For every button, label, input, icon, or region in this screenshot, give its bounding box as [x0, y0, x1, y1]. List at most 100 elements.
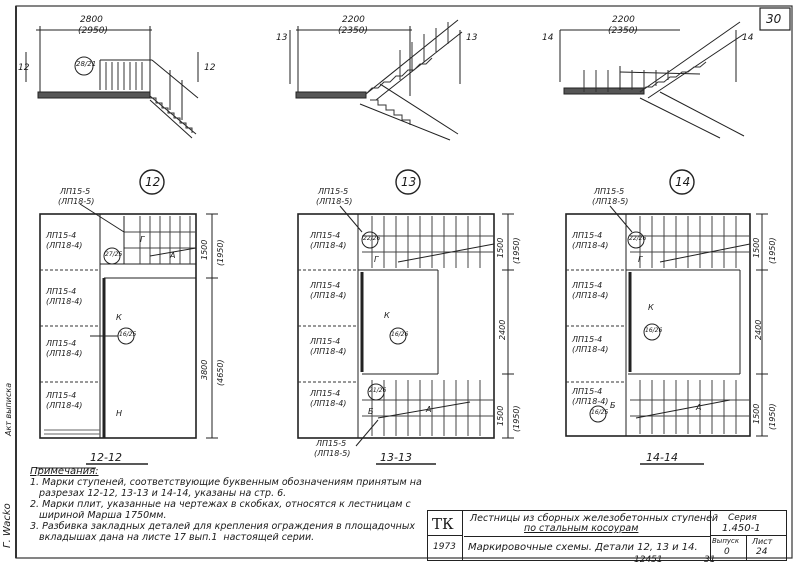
plan13-mark-k: К — [384, 311, 390, 320]
plan14-left-label-3: ЛП15-4 — [572, 335, 603, 344]
plan12-dim-2-alt: (4650) — [216, 359, 225, 386]
top-detail-12 — [25, 26, 199, 139]
plan13-left-label-3-alt: (ЛП18-4) — [310, 347, 347, 356]
plan12-left-label-1: ЛП15-4 — [46, 231, 77, 240]
plan13-caption: 13-13 — [380, 451, 412, 464]
plan13-mark-b: Б — [368, 407, 374, 416]
plan13-left-label-1: ЛП15-4 — [310, 231, 341, 240]
detail12-mark: 28/21 — [76, 60, 97, 68]
detail14-cut-left: 14 — [542, 33, 554, 43]
notes-block: Примечания: 1. Марки ступеней, соответст… — [30, 466, 430, 543]
plan13-bottom-label-alt: (ЛП18-5) — [314, 449, 351, 458]
stamp-subtitle: Маркировочные схемы. Детали 12, 13 и 14. — [468, 542, 698, 553]
plan14-mark-3: 16/25 — [591, 409, 609, 416]
plan12-left-label-3: ЛП15-4 — [46, 339, 77, 348]
note-line-6: вкладышах дана на листе 17 вып.1 настоящ… — [30, 532, 315, 543]
plan13-mark-3: 21/26 — [369, 387, 387, 394]
plan14-left-label-4-alt: (ЛП18-4) — [572, 397, 609, 406]
note-line-3: 2. Марки плит, указанные на чертежах в с… — [30, 499, 411, 510]
plan14-caption: 14-14 — [646, 451, 678, 464]
plan14-left-label-3-alt: (ЛП18-4) — [572, 345, 609, 354]
detail13-cut-right: 13 — [466, 33, 478, 43]
plan13-left-label-1-alt: (ЛП18-4) — [310, 241, 347, 250]
plan13-mark-1: 22/26 — [363, 235, 381, 242]
bottom-page: 31 — [704, 555, 716, 565]
top-detail-14 — [559, 21, 745, 139]
top-detail-13 — [289, 19, 463, 141]
plan13-dim-1-alt: (1950) — [512, 237, 521, 264]
plan-12 — [39, 169, 218, 439]
title-block: ТК 1973 Лестницы из сборных железобетонн… — [427, 510, 787, 561]
stamp-series-value: 1.450-1 — [722, 523, 761, 534]
plan12-left-label-4: ЛП15-4 — [46, 391, 77, 400]
plan12-left-label-2-alt: (ЛП18-4) — [46, 297, 83, 306]
plan12-left-label-1-alt: (ЛП18-4) — [46, 241, 83, 250]
plan-14 — [565, 169, 768, 437]
plan12-left-label-4-alt: (ЛП18-4) — [46, 401, 83, 410]
plan12-mark-k: К — [116, 313, 122, 322]
plan14-mark-a: А — [696, 403, 702, 412]
plan14-dim-2: 2400 — [754, 319, 763, 340]
plan12-mark-2: 16/25 — [119, 331, 137, 338]
plan14-dim-3: 1500 — [752, 403, 761, 424]
margin-signature: Г. Wacko — [2, 503, 13, 548]
plan13-left-label-4-alt: (ЛП18-4) — [310, 399, 347, 408]
plan13-mark-a: А — [426, 405, 432, 414]
stamp-title-1: Лестницы из сборных железобетонных ступе… — [470, 513, 719, 524]
plan13-number: 13 — [401, 175, 417, 189]
plan14-mark-k: К — [648, 303, 654, 312]
plan14-mark-2: 16/26 — [645, 327, 663, 334]
plan12-left-label-3-alt: (ЛП18-4) — [46, 349, 83, 358]
note-line-4: шириной Марша 1750мм. — [30, 510, 167, 521]
plan14-top-label: ЛП15-5 — [594, 187, 625, 196]
stamp-sheet-value: 24 — [756, 547, 768, 557]
plan12-caption: 12-12 — [90, 451, 122, 464]
plan13-mark-2: 16/26 — [391, 331, 409, 338]
plan12-dim-1-alt: (1950) — [216, 239, 225, 266]
note-line-2: разрезах 12-12, 13-13 и 14-14, указаны н… — [30, 488, 287, 499]
note-line-1: 1. Марки ступеней, соответствующие букве… — [30, 477, 422, 488]
plan14-mark-g: Г — [638, 255, 643, 264]
plan12-dim-2: 3800 — [200, 359, 209, 380]
plan14-mark-1: 22/26 — [629, 235, 647, 242]
plan14-dim-1: 1500 — [752, 237, 761, 258]
plan12-top-label: ЛП15-5 — [60, 187, 91, 196]
plan14-top-label-alt: (ЛП18-5) — [592, 197, 629, 206]
plan13-dim-1: 1500 — [496, 237, 505, 258]
stamp-issue-value: 0 — [724, 547, 730, 557]
stamp-series-label: Серия — [728, 513, 757, 523]
plan13-top-label-alt: (ЛП18-5) — [316, 197, 353, 206]
plan12-number: 12 — [145, 175, 161, 189]
detail13-dim-alt: (2350) — [338, 26, 368, 36]
plan-13 — [297, 169, 514, 447]
plan13-top-label: ЛП15-5 — [318, 187, 349, 196]
plan12-mark-1: 27/25 — [105, 251, 123, 258]
notes-heading: Примечания: — [30, 466, 99, 477]
plan12-mark-a: А — [170, 251, 176, 260]
sheet-number: 30 — [766, 12, 782, 26]
plan14-left-label-2: ЛП15-4 — [572, 281, 603, 290]
plan13-left-label-2: ЛП15-4 — [310, 281, 341, 290]
detail12-dim: 2800 — [80, 15, 103, 25]
plan14-dim-3-alt: (1950) — [768, 403, 777, 430]
plan14-dim-1-alt: (1950) — [768, 237, 777, 264]
detail12-cut-left: 12 — [18, 63, 30, 73]
plan13-dim-3: 1500 — [496, 405, 505, 426]
detail14-cut-right: 14 — [742, 33, 754, 43]
stamp-org: ТК — [432, 515, 454, 533]
stamp-title-2: по стальным косоурам — [524, 523, 639, 534]
plan13-bottom-label: ЛП15-5 — [316, 439, 347, 448]
plan14-left-label-2-alt: (ЛП18-4) — [572, 291, 609, 300]
detail14-dim: 2200 — [612, 15, 635, 25]
detail13-cut-left: 13 — [276, 33, 288, 43]
plan12-mark-n: Н — [116, 409, 123, 418]
plan13-mark-g: Г — [374, 255, 379, 264]
bottom-code: 12451 — [634, 555, 663, 565]
note-line-5: 3. Разбивка закладных деталей для крепле… — [30, 521, 415, 532]
detail14-dim-alt: (2350) — [608, 26, 638, 36]
detail12-cut-right: 12 — [204, 63, 216, 73]
detail12-dim-alt: (2950) — [78, 26, 108, 36]
plan12-mark-g: Г — [140, 235, 145, 244]
stamp-year: 1973 — [433, 542, 456, 552]
